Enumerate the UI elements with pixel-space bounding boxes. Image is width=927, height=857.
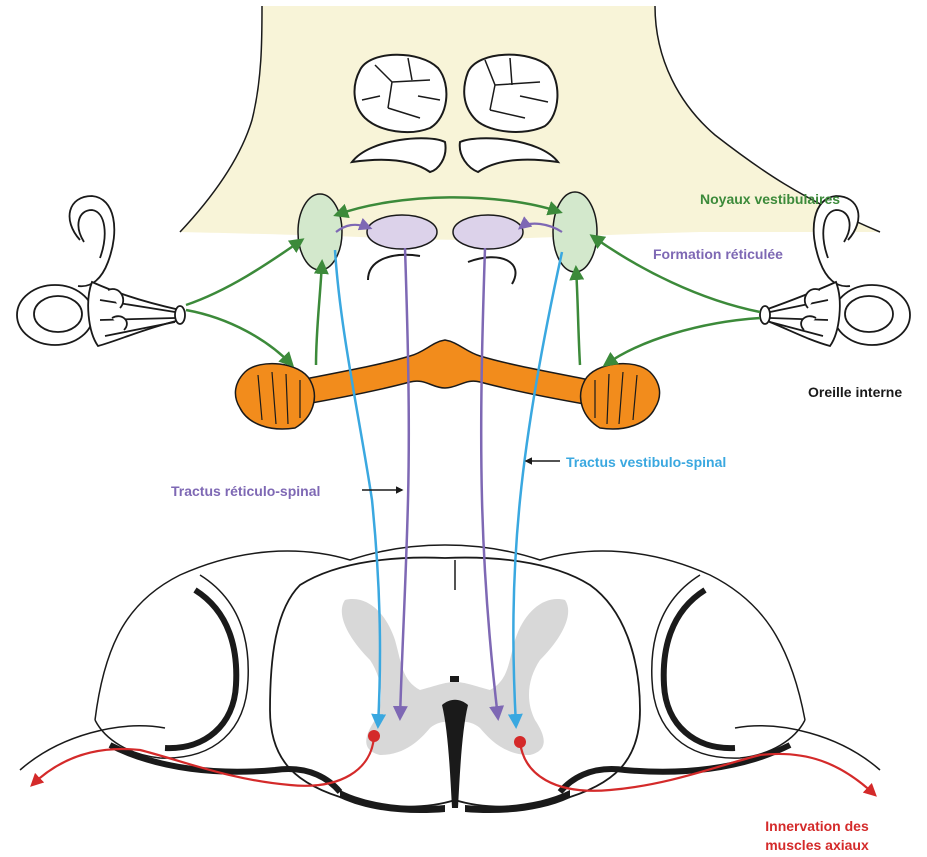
label-inner-ear: Oreille interne <box>808 384 902 401</box>
spinal-cord <box>20 545 880 813</box>
cerebellum <box>235 340 659 429</box>
pyramid-left <box>355 55 447 132</box>
cerebellum-to-nucleus-right-arrow <box>576 268 580 365</box>
pyramid-right <box>464 55 557 132</box>
cerebellum-to-nucleus-left-arrow <box>316 262 322 365</box>
label-reticular-formation: Formation réticulée <box>653 246 783 263</box>
label-axial-muscle-innervation: Innervation des muscles axiaux <box>762 817 872 855</box>
ear-to-cerebellum-right-arrow <box>605 318 760 365</box>
label-vestibular-nuclei: Noyaux vestibulaires <box>700 191 840 208</box>
motor-neuron-left <box>368 730 380 742</box>
motor-neuron-right <box>514 736 526 748</box>
central-canal <box>450 676 459 682</box>
reticular-formation-left <box>367 215 437 249</box>
inner-ear-left <box>17 196 185 346</box>
label-vestibulospinal-tract: Tractus vestibulo-spinal <box>566 454 726 471</box>
ear-to-cerebellum-left-arrow <box>186 310 292 365</box>
reticular-formation-right <box>453 215 523 249</box>
label-innervation-line1: Innervation des <box>762 817 872 836</box>
ear-to-nucleus-left-arrow <box>186 240 302 305</box>
label-reticulospinal-tract: Tractus réticulo-spinal <box>171 483 320 500</box>
brainstem <box>180 6 880 284</box>
label-innervation-line2: muscles axiaux <box>762 836 872 855</box>
